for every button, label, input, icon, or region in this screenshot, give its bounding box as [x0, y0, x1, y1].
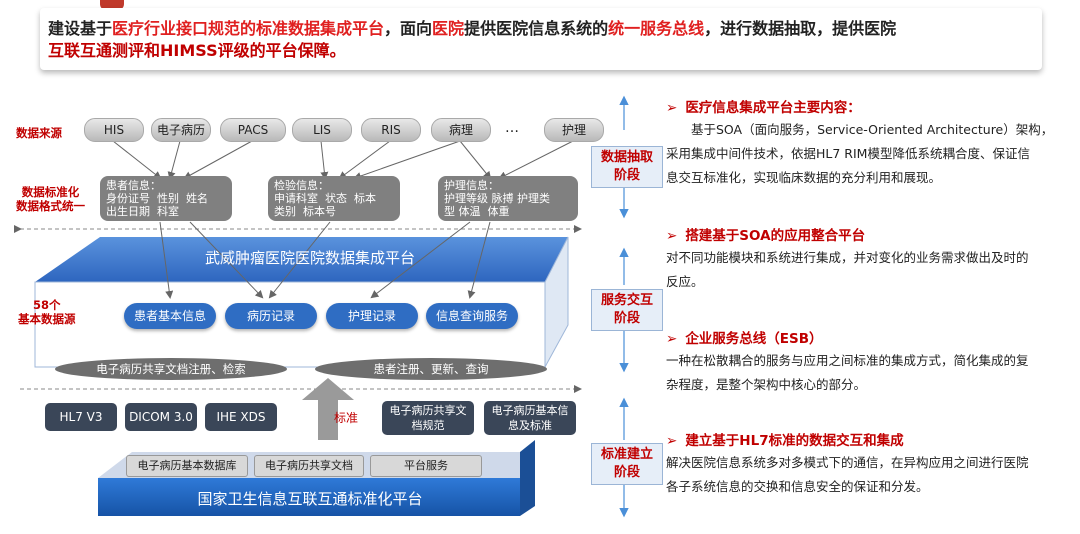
- source-pathology: 病理: [431, 118, 491, 142]
- right-heading: ➢企业服务总线（ESB）: [666, 331, 823, 347]
- info-body: 护理等级 脉搏 护理类 型 体温 体重: [444, 192, 550, 218]
- source-ellipsis: …: [505, 120, 519, 136]
- banner-segment: ，进行数据抽取，提供医院: [704, 19, 897, 38]
- right-text: 基于SOA（面向服务，Service-Oriented Architecture…: [666, 122, 1054, 185]
- service-query: 信息查询服务: [426, 303, 518, 329]
- info-body: 身份证号 性别 姓名 出生日期 科室: [106, 192, 208, 218]
- right-section-2: ➢搭建基于SOA的应用整合平台 对不同功能模块和系统进行集成，并对变化的业务需求…: [666, 224, 1076, 294]
- platform-side: [544, 236, 569, 368]
- source-his: HIS: [84, 118, 144, 142]
- info-arrows: [159, 221, 491, 299]
- banner-line-1: 建设基于医疗行业接口规范的标准数据集成平台，面向医院提供医院信息系统的统一服务总…: [48, 18, 896, 40]
- banner-segment: 统一服务总线: [608, 19, 705, 38]
- right-section-4: ➢建立基于HL7标准的数据交互和集成 解决医院信息系统多对多模式下的通信，在异构…: [666, 429, 1076, 499]
- platform-title: 武威肿瘤医院医院数据集成平台: [204, 249, 415, 267]
- info-title: 检验信息：: [274, 179, 329, 192]
- standard-ihe: IHE XDS: [205, 403, 277, 431]
- right-text: 解决医院信息系统多对多模式下的通信，在异构应用之间进行医院 各子系统信息的交换和…: [666, 455, 1029, 494]
- right-heading: ➢建立基于HL7标准的数据交互和集成: [666, 433, 904, 449]
- label-data-sources: 数据来源: [16, 126, 62, 140]
- stage-service-interaction: 服务交互 阶段: [591, 289, 663, 331]
- service-medical-records: 病历记录: [225, 303, 317, 329]
- info-box-lab: 检验信息： 申请科室 状态 标本 类别 标本号: [268, 176, 400, 221]
- national-module-platform-service: 平台服务: [370, 455, 482, 477]
- banner-segment: 医疗行业接口规范的标准数据集成平台: [112, 19, 385, 38]
- info-title: 患者信息：: [106, 179, 161, 192]
- banner-segment: 医院: [432, 19, 465, 38]
- national-platform-title: 国家卫生信息互联互通标准化平台: [197, 490, 423, 508]
- banner-line-2: 互联互通测评和HIMSS评级的平台保障。: [48, 41, 346, 60]
- banner-segment: ，面向: [384, 19, 433, 38]
- service-nursing-records: 护理记录: [326, 303, 418, 329]
- right-heading: ➢医疗信息集成平台主要内容：: [666, 100, 861, 116]
- standard-emr-basic-info: 电子病历基本信 息及标准: [484, 401, 576, 435]
- source-emr: 电子病历: [151, 118, 211, 142]
- standard-dicom: DICOM 3.0: [125, 403, 197, 431]
- source-ris: RIS: [361, 118, 421, 142]
- right-text: 一种在松散耦合的服务与应用之间标准的集成方式，简化集成的复 杂程度，是整个架构中…: [666, 353, 1029, 392]
- source-lis: LIS: [292, 118, 352, 142]
- info-box-nursing: 护理信息： 护理等级 脉搏 护理类 型 体温 体重: [438, 176, 578, 221]
- banner-tab: [100, 0, 124, 10]
- up-arrow: [302, 378, 354, 440]
- info-body: 申请科室 状态 标本 类别 标本号: [274, 192, 376, 218]
- right-section-3: ➢企业服务总线（ESB） 一种在松散耦合的服务与应用之间标准的集成方式，简化集成…: [666, 327, 1076, 397]
- standard-emr-doc-spec: 电子病历共享文 档规范: [382, 401, 474, 435]
- national-platform-base: [98, 478, 520, 516]
- info-box-patient: 患者信息： 身份证号 性别 姓名 出生日期 科室: [100, 176, 232, 221]
- standard-hl7: HL7 V3: [45, 403, 117, 431]
- stage-standard-building: 标准建立 阶段: [591, 443, 663, 485]
- right-text: 对不同功能模块和系统进行集成，并对变化的业务需求做出及时的 反应。: [666, 250, 1029, 289]
- banner-segment: 提供医院信息系统的: [464, 19, 609, 38]
- standard-label: 标准: [334, 411, 359, 425]
- stage-extraction: 数据抽取 阶段: [591, 146, 663, 188]
- source-nursing: 护理: [544, 118, 604, 142]
- right-heading: ➢搭建基于SOA的应用整合平台: [666, 228, 866, 244]
- ellipse-patient-registry: 患者注册、更新、查询: [315, 358, 547, 380]
- info-title: 护理信息：: [444, 179, 499, 192]
- label-basic-sources: 58个 基本数据源: [18, 298, 76, 326]
- label-standardize: 数据标准化 数据格式统一: [16, 185, 85, 213]
- platform-top: [35, 237, 568, 282]
- national-module-emr-db: 电子病历基本数据库: [126, 455, 248, 477]
- banner-segment: 建设基于: [48, 19, 113, 38]
- source-pacs: PACS: [220, 118, 286, 142]
- ellipse-doc-registry: 电子病历共享文档注册、检索: [55, 358, 287, 380]
- right-section-1: ➢医疗信息集成平台主要内容： 基于SOA（面向服务，Service-Orient…: [666, 96, 1076, 190]
- service-patient-info: 患者基本信息: [124, 303, 216, 329]
- national-module-emr-docs: 电子病历共享文档: [254, 455, 364, 477]
- source-arrows: [112, 140, 574, 180]
- summary-banner: 建设基于医疗行业接口规范的标准数据集成平台，面向医院提供医院信息系统的统一服务总…: [40, 8, 1042, 70]
